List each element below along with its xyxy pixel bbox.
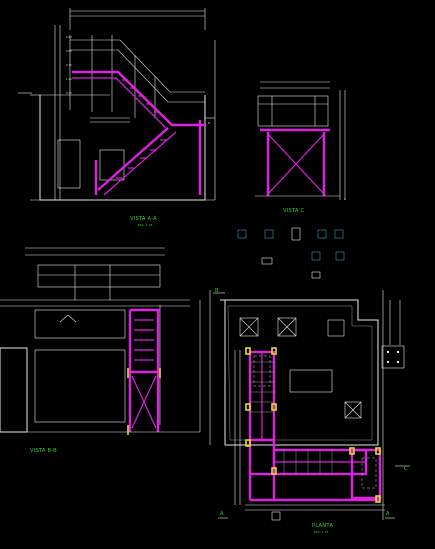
planta-title: PLANTA: [312, 523, 333, 529]
svg-text:0.93: 0.93: [66, 35, 72, 39]
section-marker-b: B: [215, 288, 219, 294]
vista-a-title: VISTA A-A: [130, 216, 157, 222]
svg-text:0.45: 0.45: [66, 63, 72, 67]
svg-text:0.75: 0.75: [66, 91, 72, 95]
svg-text:B: B: [208, 121, 210, 125]
planta-scale: ESC. 1:25: [314, 530, 329, 534]
vista-a-scale: ESC. 1:25: [138, 223, 153, 227]
vista-c-title: VISTA C: [283, 208, 305, 214]
section-marker-a-right: A: [386, 511, 390, 517]
section-marker-a-left: A: [220, 511, 224, 517]
vista-c-view: C VISTA C: [255, 81, 346, 214]
detail-callouts: [237, 227, 345, 279]
vista-a-view: 0.93 0.80 0.45 1.20 0.75: [30, 8, 216, 227]
vista-b-title: VISTA B-B: [30, 448, 57, 454]
vista-b-view: VISTA B-B: [0, 247, 211, 454]
svg-text:1.20: 1.20: [66, 77, 72, 81]
svg-text:C: C: [344, 197, 346, 201]
planta-view: B: [213, 288, 410, 534]
svg-text:0.80: 0.80: [66, 49, 72, 53]
section-marker-c: C: [404, 466, 408, 472]
